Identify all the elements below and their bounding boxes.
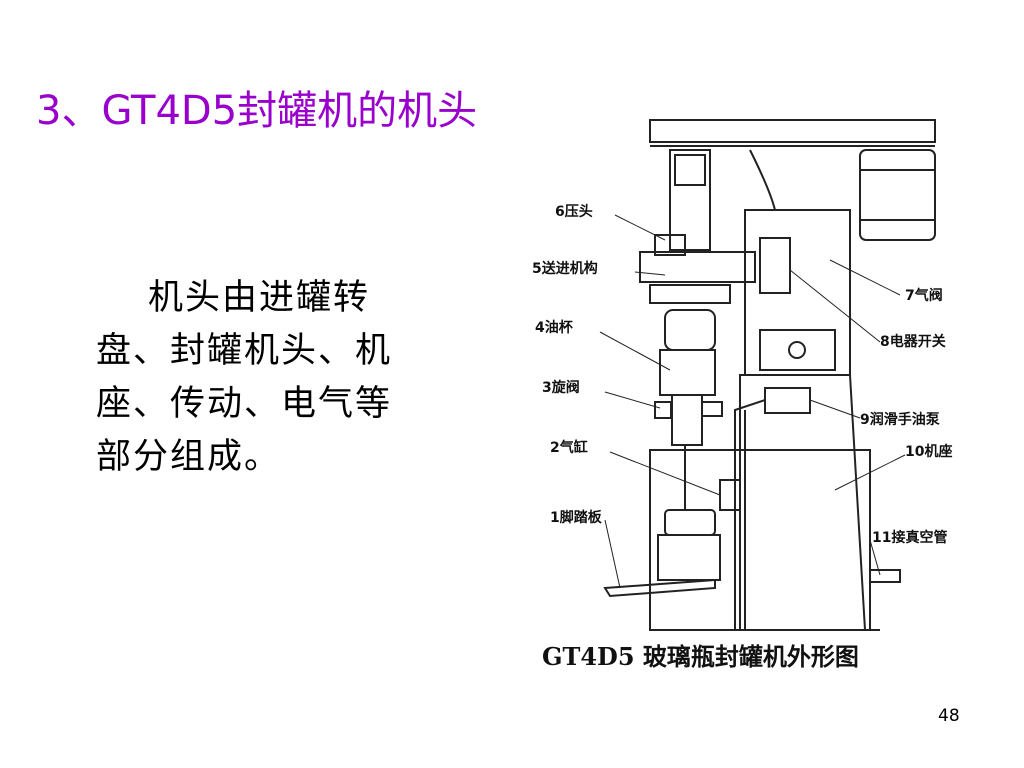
rotary-valve (654, 401, 672, 419)
lube-pump (764, 387, 811, 414)
body-paragraph: 机头由进罐转盘、封罐机头、机座、传动、电气等部分组成。 (96, 278, 393, 477)
label-air-valve: 7气阀 (905, 287, 943, 304)
machine-drawing: 6压头 5送进机构 4油杯 3旋阀 2气缸 1脚踏板 7气阀 8电器开关 9润滑… (532, 119, 952, 671)
leader-8 (789, 269, 881, 343)
leader-1 (604, 519, 621, 589)
leader-2 (609, 451, 721, 496)
label-feed-mechanism: 5送进机构 (532, 260, 598, 277)
valve-body (719, 479, 741, 511)
leader-10 (834, 454, 906, 491)
label-lube-pump: 9润滑手油泵 (860, 411, 940, 428)
gauge (788, 341, 806, 359)
base-body (649, 449, 871, 631)
gauge-box (759, 329, 836, 371)
leader-7 (829, 259, 901, 296)
vacuum-pipe (869, 569, 901, 583)
left-column (669, 149, 711, 251)
cylinder (664, 509, 716, 536)
label-foot-pedal: 1脚踏板 (550, 509, 603, 526)
machine-diagram: 6压头 5送进机构 4油杯 3旋阀 2气缸 1脚踏板 7气阀 8电器开关 9润滑… (520, 110, 990, 690)
leader-3 (604, 391, 661, 409)
pipe-c (749, 149, 776, 211)
turret (649, 284, 731, 304)
label-machine-base: 10机座 (905, 443, 952, 460)
top-plate (649, 119, 936, 143)
spindle (671, 394, 703, 446)
cylinder-body (657, 534, 721, 581)
foot-pedal (603, 578, 716, 598)
slide-title: 3、GT4D5封罐机的机头 (36, 88, 478, 134)
switch-panel (759, 237, 791, 294)
label-rotary-valve: 3旋阀 (542, 379, 580, 396)
motor (859, 149, 936, 241)
figure-caption: GT4D5 玻璃瓶封罐机外形图 (542, 642, 859, 671)
label-cylinder: 2气缸 (550, 439, 588, 456)
valve-knob (701, 401, 723, 417)
feed-mechanism (639, 251, 756, 283)
press-head (654, 234, 686, 256)
head-body (664, 309, 716, 351)
leader-9 (809, 399, 861, 419)
label-vacuum-pipe: 11接真空管 (872, 529, 947, 546)
slide-body-text: 机头由进罐转盘、封罐机头、机座、传动、电气等部分组成。 (96, 272, 426, 484)
leader-5 (634, 271, 666, 276)
label-electric-switch: 8电器开关 (880, 333, 946, 350)
leader-4 (599, 331, 671, 371)
leader-6 (614, 214, 666, 241)
label-oil-cup: 4油杯 (535, 319, 574, 336)
oil-cup (659, 349, 716, 396)
column-box (674, 154, 706, 186)
label-press-head: 6压头 (555, 203, 593, 220)
leader-11 (869, 539, 881, 576)
pipe-a (734, 399, 766, 630)
page-number: 48 (938, 706, 960, 726)
